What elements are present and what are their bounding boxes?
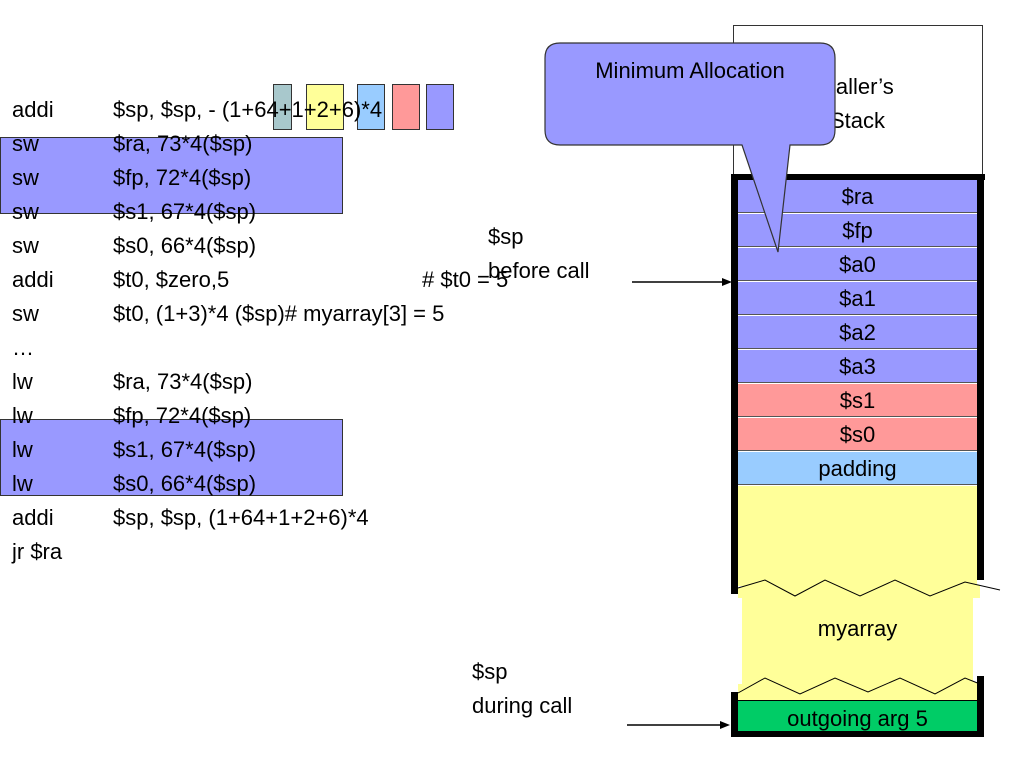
chip-six	[426, 84, 454, 130]
stack-border-top	[731, 174, 985, 180]
save-highlight	[0, 137, 343, 214]
code-args: $sp, $sp, - (1+64+1+2+6)*4	[113, 97, 383, 122]
code-op: sw	[12, 199, 39, 224]
code-args: $s0, 66*4($sp)	[113, 471, 257, 496]
code-op: sw	[12, 233, 39, 258]
code-line: addi $sp, $sp, (1+64+1+2+6)*4	[0, 501, 740, 535]
lower-break	[737, 677, 981, 695]
code-line: …	[0, 331, 740, 365]
code-args: $fp, 72*4($sp)	[113, 403, 252, 428]
sp-before-label-2: before call	[488, 258, 590, 283]
t0-comment: # $t0 = 5	[422, 267, 509, 292]
code-op: lw	[12, 369, 33, 394]
stack-cell-a2: $a2	[738, 316, 977, 349]
code-op: lw	[12, 403, 33, 428]
code-op: lw	[12, 471, 33, 496]
restore-highlight	[0, 419, 343, 496]
arrow-sp-during	[627, 721, 730, 729]
stack-border-left-lower	[731, 692, 738, 737]
code-op: …	[12, 335, 34, 360]
code-args: $s0, 66*4($sp)	[113, 233, 257, 258]
code-line: sw $ra, 73*4($sp)	[0, 127, 740, 161]
code-line: lw $s0, 66*4($sp)	[0, 467, 740, 501]
stack-border-bottom	[731, 731, 984, 737]
arrow-sp-before	[632, 278, 732, 286]
stack-border-left-upper	[731, 174, 738, 594]
code-op: jr $ra	[12, 539, 63, 564]
code-op: addi	[12, 505, 54, 530]
code-args: $s1, 67*4($sp)	[113, 199, 257, 224]
stack-cell-s0: $s0	[738, 418, 977, 451]
code-op: addi	[12, 267, 54, 292]
code-line: jr $ra	[0, 535, 740, 569]
upper-break-fill	[738, 580, 980, 598]
stack-cell-padding: padding	[738, 452, 977, 485]
code-args: $ra, 73*4($sp)	[113, 131, 253, 156]
stack-cell-a3: $a3	[738, 350, 977, 383]
myarray-upper	[738, 486, 977, 586]
code-args: $t0, (1+3)*4 ($sp)# myarray[3] = 5	[113, 301, 445, 326]
callout-text: Minimum Allocation	[595, 58, 785, 83]
code-op: sw	[12, 165, 39, 190]
code-line: lw $ra, 73*4($sp)	[0, 365, 740, 399]
chip-two	[392, 84, 420, 130]
code-op: lw	[12, 437, 33, 462]
lower-break-fill	[738, 678, 980, 694]
stack-cell-a1: $a1	[738, 282, 977, 315]
code-line: sw $fp, 72*4($sp)	[0, 161, 740, 195]
stack-cell-outgoing: outgoing arg 5	[738, 700, 977, 732]
code-line: lw $s1, 67*4($sp)	[0, 433, 740, 467]
sp-during-label-2: during call	[472, 693, 573, 718]
code-op: sw	[12, 301, 39, 326]
code-args: $sp, $sp, (1+64+1+2+6)*4	[113, 505, 369, 530]
sp-before-label-1: $sp	[488, 224, 524, 249]
stack-border-right-lower	[977, 676, 984, 737]
code-args: $s1, 67*4($sp)	[113, 437, 257, 462]
code-line: addi $sp, $sp, - (1+64+1+2+6)*4	[0, 93, 740, 127]
upper-break	[737, 579, 1001, 597]
chip-one	[273, 84, 292, 130]
code-args: $ra, 73*4($sp)	[113, 369, 253, 394]
chip-sixtyfour	[306, 84, 344, 130]
code-op: sw	[12, 131, 39, 156]
code-line: lw $fp, 72*4($sp)	[0, 399, 740, 433]
stack-cell-a0: $a0	[738, 248, 977, 281]
code-line: sw $s1, 67*4($sp)	[0, 195, 740, 229]
code-line: addi $t0, $zero,5	[0, 263, 740, 297]
code-op: addi	[12, 97, 54, 122]
code-line: sw $t0, (1+3)*4 ($sp)# myarray[3] = 5	[0, 297, 740, 331]
chip-one-b	[357, 84, 385, 130]
code-line: sw $s0, 66*4($sp)	[0, 229, 740, 263]
callers-stack-label-2: Stack	[830, 108, 886, 133]
sp-during-label-1: $sp	[472, 659, 508, 684]
code-args: $fp, 72*4($sp)	[113, 165, 252, 190]
stack-cell-s1: $s1	[738, 384, 977, 417]
code-args: $t0, $zero,5	[113, 267, 230, 292]
stack-border-right-upper	[977, 174, 984, 580]
myarray-middle	[742, 586, 973, 686]
myarray-label: myarray	[817, 616, 898, 641]
